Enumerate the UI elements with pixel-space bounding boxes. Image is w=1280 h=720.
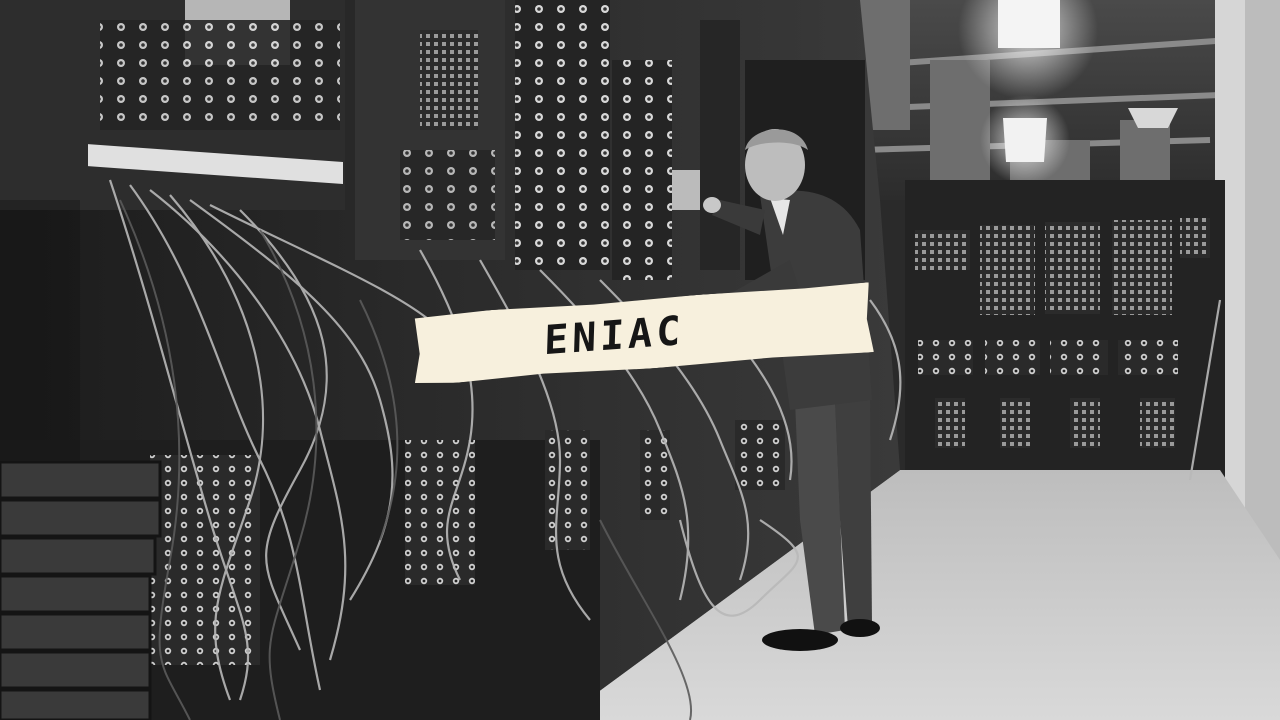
- floor: [560, 470, 1280, 720]
- ceiling-lamp: [998, 0, 1060, 48]
- banner-label: ENIAC: [543, 307, 685, 365]
- patch-cables: [108, 179, 1222, 701]
- ceiling-lamp: [1003, 118, 1047, 162]
